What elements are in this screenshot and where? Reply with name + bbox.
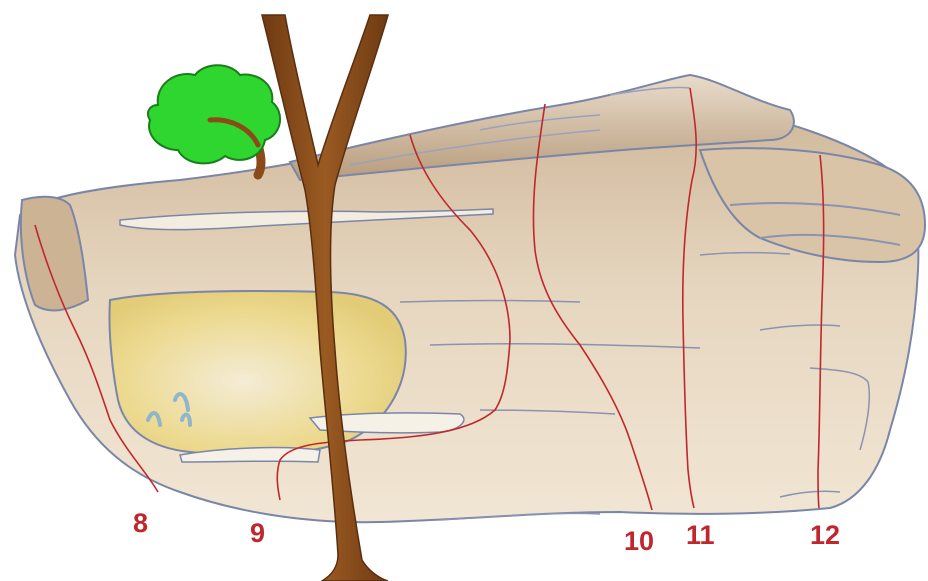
bush-foliage: [148, 65, 280, 163]
route-label-9: 9: [250, 520, 265, 547]
route-label-10: 10: [624, 528, 654, 555]
route-label-12: 12: [810, 522, 840, 549]
bush-icon: [148, 65, 280, 175]
route-label-11: 11: [686, 522, 715, 549]
route-label-8: 8: [133, 510, 148, 537]
